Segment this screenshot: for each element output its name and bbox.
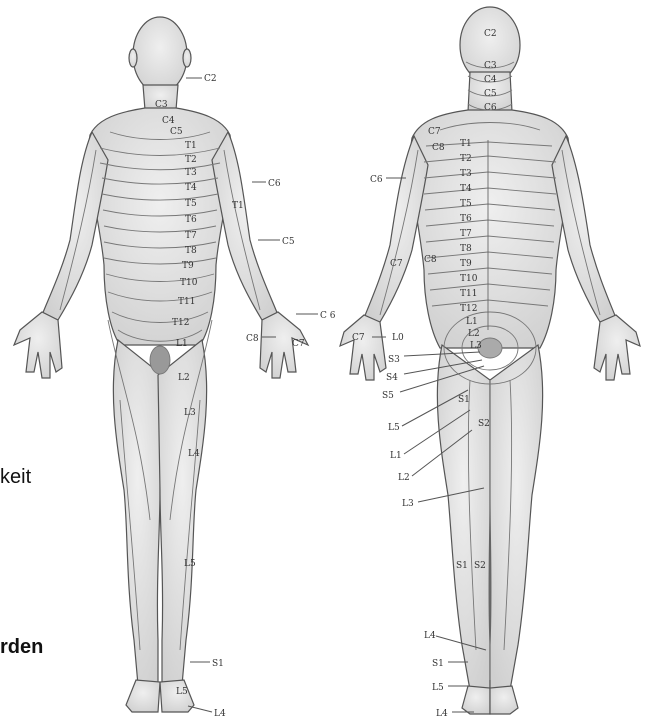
back-label-c6-arm: C6 [370, 175, 383, 185]
front-label-c4: C4 [162, 116, 175, 126]
front-label-t1-arm: T1 [232, 201, 244, 211]
front-label-t1: T1 [185, 141, 197, 151]
back-label-c8-arm: C8 [424, 255, 437, 265]
back-label-c4: C4 [484, 75, 497, 85]
back-label-l3-leg: L3 [402, 499, 414, 509]
back-label-l5: L5 [388, 423, 400, 433]
front-label-l1: L1 [176, 339, 188, 349]
back-label-t9: T9 [460, 259, 472, 269]
back-foot-left [462, 686, 490, 714]
front-label-c6: C6 [268, 179, 281, 189]
back-label-t3: T3 [460, 169, 472, 179]
front-label-t12: T12 [172, 318, 189, 328]
front-label-l3: L3 [184, 408, 196, 418]
front-label-s1: S1 [212, 659, 224, 669]
back-label-c8: C8 [432, 143, 445, 153]
back-label-l0-hand: L0 [392, 333, 404, 343]
front-label-t8: T8 [185, 246, 197, 256]
front-label-t4: T4 [185, 183, 197, 193]
back-label-l2-leg: L2 [398, 473, 410, 483]
front-label-t5: T5 [185, 199, 197, 209]
back-label-c7-hand: C7 [352, 333, 365, 343]
back-label-s5: S5 [382, 391, 394, 401]
front-label-t7: T7 [185, 231, 197, 241]
back-label-s1-leg: S1 [456, 561, 468, 571]
back-label-l3: L3 [470, 341, 482, 351]
back-label-t5: T5 [460, 199, 472, 209]
back-label-s2-leg: S2 [474, 561, 486, 571]
back-label-t4: T4 [460, 184, 472, 194]
back-label-t12: T12 [460, 304, 477, 314]
front-leg-left [113, 340, 162, 685]
front-label-l4-foot: L4 [214, 709, 226, 719]
front-label-c7-hand: C7 [292, 339, 305, 349]
back-hand-right [594, 315, 640, 380]
front-label-l2: L2 [178, 373, 190, 383]
back-label-s1-foot: S1 [432, 659, 444, 669]
back-label-t11: T11 [460, 289, 477, 299]
front-label-t6: T6 [185, 215, 197, 225]
front-label-t9: T9 [182, 261, 194, 271]
back-label-l1: L1 [466, 317, 478, 327]
back-label-c7: C7 [428, 127, 441, 137]
cropped-text-line-2: rden [0, 636, 43, 659]
front-label-t3: T3 [185, 168, 197, 178]
front-label-l4: L4 [188, 449, 200, 459]
back-label-s2: S2 [478, 419, 490, 429]
front-label-t11: T11 [178, 297, 195, 307]
front-label-c6-hand: C 6 [320, 311, 336, 321]
back-label-t1: T1 [460, 139, 472, 149]
back-label-c5: C5 [484, 89, 497, 99]
back-label-c6: C6 [484, 103, 497, 113]
front-leg-right [158, 340, 207, 685]
back-label-t8: T8 [460, 244, 472, 254]
back-label-l4-foot: L4 [436, 709, 448, 719]
back-label-l5-foot: L5 [432, 683, 444, 693]
front-label-c5: C5 [170, 127, 183, 137]
back-label-l4: L4 [424, 631, 436, 641]
cropped-text-line-1: keit [0, 466, 31, 489]
front-label-t10: T10 [180, 278, 198, 288]
back-label-s4: S4 [386, 373, 398, 383]
back-label-t7: T7 [460, 229, 472, 239]
front-label-c8-hand: C8 [246, 334, 259, 344]
back-label-l2: L2 [468, 329, 480, 339]
front-label-c5-arm: C5 [282, 237, 295, 247]
back-label-t6: T6 [460, 214, 472, 224]
front-foot-left [126, 680, 160, 712]
back-label-c2: C2 [484, 29, 497, 39]
back-leg-right [490, 345, 543, 690]
back-label-s1: S1 [458, 395, 470, 405]
back-label-s3: S3 [388, 355, 400, 365]
front-label-t2: T2 [185, 155, 197, 165]
front-hand-left [14, 312, 62, 378]
front-label-l5: L5 [184, 559, 196, 569]
back-label-t2: T2 [460, 154, 472, 164]
back-label-l1-leg: L1 [390, 451, 402, 461]
front-label-l5-foot: L5 [176, 687, 188, 697]
back-label-c3: C3 [484, 61, 497, 71]
back-hand-left [340, 315, 386, 380]
back-label-c7-arm: C7 [390, 259, 403, 269]
front-head [133, 17, 187, 93]
front-label-c3: C3 [155, 100, 168, 110]
back-foot-right [490, 686, 518, 714]
front-torso [89, 108, 232, 345]
front-label-c2: C2 [204, 74, 217, 84]
back-label-t10: T10 [460, 274, 478, 284]
